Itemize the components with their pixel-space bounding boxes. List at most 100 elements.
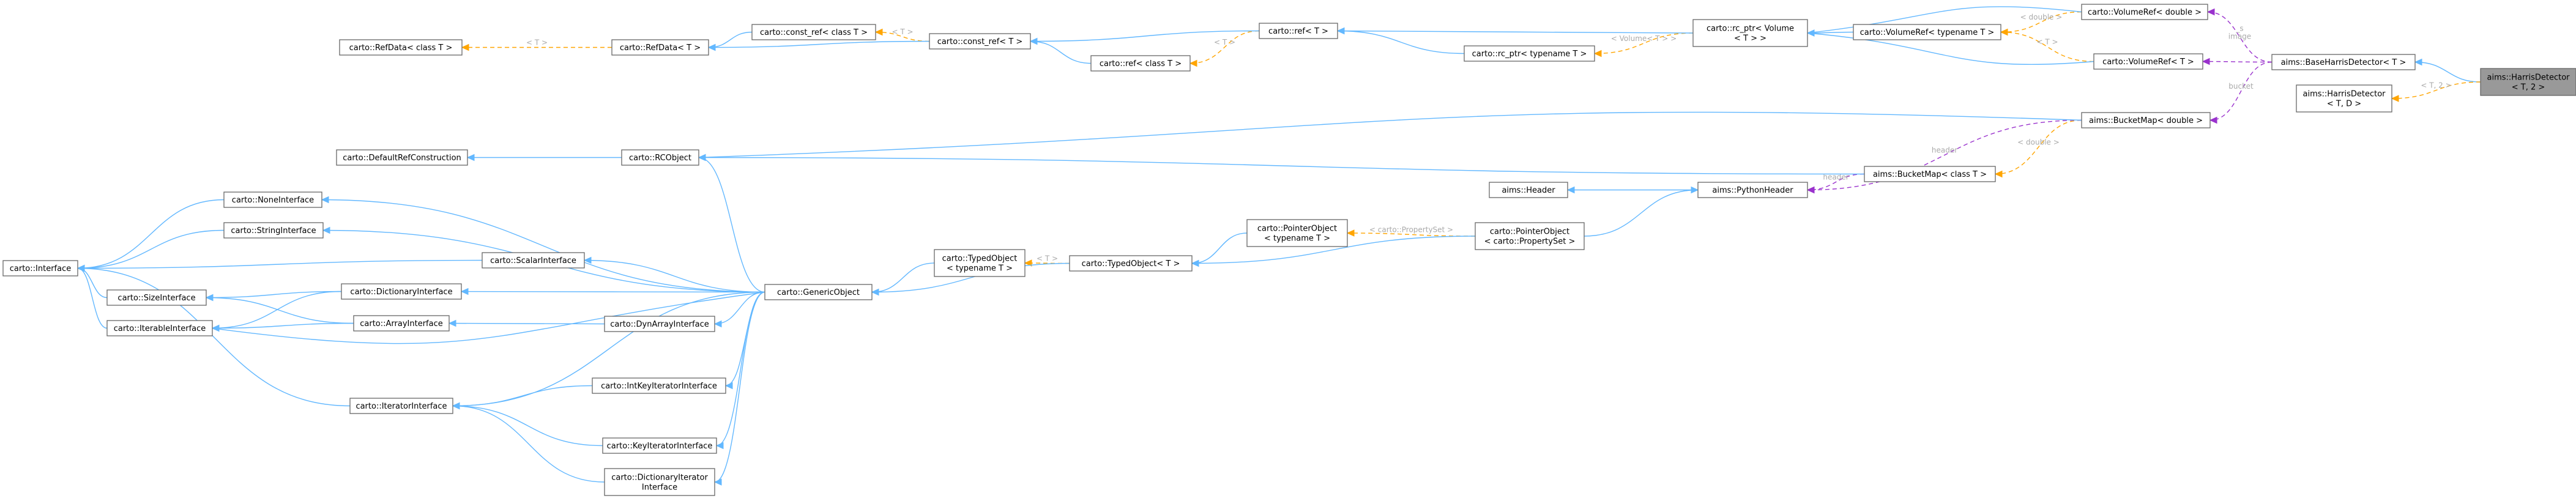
class-node-scalarIf[interactable]: carto::ScalarInterface — [482, 252, 585, 269]
edge-arrowhead — [2391, 95, 2399, 102]
class-node-volRefTypename[interactable]: carto::VolumeRef< typename T > — [1853, 24, 2001, 40]
edge-line — [77, 259, 483, 269]
class-node-refDataClassT[interactable]: carto::RefData< class T > — [339, 39, 463, 56]
class-node-keyIterIf[interactable]: carto::KeyIteratorInterface — [602, 437, 717, 454]
edge-line — [1030, 30, 1260, 42]
edge-label: image — [2228, 32, 2251, 41]
edge-arrowhead — [1029, 37, 1038, 45]
edge-pointerObjT-to-typedObjT — [1191, 232, 1248, 267]
edge-bucketMapDouble-to-bucketMapClassT: < double > — [1994, 119, 2082, 178]
class-node-box — [1259, 23, 1338, 39]
class-node-box — [1090, 55, 1191, 72]
edge-arrowhead — [707, 43, 716, 51]
class-node-volRefDouble[interactable]: carto::VolumeRef< double > — [2081, 4, 2208, 20]
class-node-pointerObjT[interactable]: carto::PointerObject< typename T > — [1246, 219, 1348, 247]
class-node-constRefT[interactable]: carto::const_ref< T > — [929, 33, 1031, 50]
class-node-box — [341, 283, 462, 300]
class-node-harrisTD[interactable]: aims::HarrisDetector< T, D > — [2296, 84, 2392, 113]
edge-line — [1191, 236, 1476, 264]
class-node-iteratorIf[interactable]: carto::IteratorInterface — [349, 398, 453, 414]
class-node-bucketMapDouble[interactable]: aims::BucketMap< double > — [2081, 112, 2211, 128]
class-node-genericObject[interactable]: carto::GenericObject — [764, 284, 873, 300]
class-node-label: carto::IteratorInterface — [356, 402, 447, 411]
edge-genericObject-to-rcObject — [698, 154, 765, 293]
edge-line — [321, 199, 765, 293]
class-node-box — [223, 191, 322, 208]
class-node-sizeIf[interactable]: carto::SizeInterface — [106, 289, 207, 306]
edge-arrowhead — [1691, 186, 1699, 194]
class-node-typedObjT[interactable]: carto::TypedObject< T > — [1069, 255, 1193, 272]
edge-bucketMapClassT-to-rcObject — [698, 154, 1865, 175]
class-node-constRefClassT[interactable]: carto::const_ref< class T > — [751, 24, 876, 40]
edge-arrowhead — [1189, 59, 1197, 67]
class-node-pointerObjPS[interactable]: carto::PointerObject< carto::PropertySet… — [1475, 222, 1585, 250]
class-node-rcPtrTypename[interactable]: carto::rc_ptr< typename T > — [1464, 45, 1595, 62]
class-node-box — [1692, 19, 1808, 47]
edge-line — [584, 259, 765, 293]
class-node-refDataT[interactable]: carto::RefData< T > — [611, 39, 709, 56]
class-node-label: aims::BucketMap< class T > — [1873, 170, 1987, 179]
class-node-label: carto::TypedObject — [942, 254, 1018, 264]
class-node-iterableIf[interactable]: carto::IterableInterface — [106, 320, 213, 336]
class-node-box — [482, 252, 585, 269]
class-node-label: carto::GenericObject — [777, 288, 860, 297]
edge-arrowhead — [2414, 58, 2422, 66]
edge-line — [871, 262, 1070, 293]
class-node-volRefT[interactable]: carto::VolumeRef< T > — [2093, 53, 2203, 70]
class-node-refT[interactable]: carto::ref< T > — [1259, 23, 1338, 39]
class-node-baseHarris[interactable]: aims::BaseHarrisDetector< T > — [2271, 54, 2416, 70]
class-node-stringIf[interactable]: carto::StringInterface — [223, 222, 324, 239]
edge-arrowhead — [2206, 8, 2215, 16]
edge-constRefT-to-refDataT — [707, 40, 930, 51]
class-node-noneIf[interactable]: carto::NoneInterface — [223, 191, 322, 208]
edge-line — [714, 291, 765, 325]
class-node-label: carto::DefaultRefConstruction — [343, 154, 461, 163]
edge-label: < T > — [2036, 38, 2058, 46]
class-node-bucketMapClassT[interactable]: aims::BucketMap< class T > — [1864, 166, 1996, 182]
class-node-arrayIf[interactable]: carto::ArrayInterface — [353, 315, 450, 332]
edge-label: header — [1823, 173, 1848, 182]
edge-label: < T > — [1214, 38, 1235, 46]
edge-bucketMapDouble-to-rcObject — [698, 111, 2082, 161]
edge-arrowhead — [1994, 170, 2003, 178]
class-node-label: carto::const_ref< T > — [937, 37, 1023, 46]
edge-rcObject-to-defaultRef — [466, 154, 622, 161]
edge-line — [1191, 232, 1248, 264]
class-node-header[interactable]: aims::Header — [1489, 182, 1568, 198]
class-node-label: < carto::PropertySet > — [1484, 237, 1576, 247]
class-node-dictIf[interactable]: carto::DictionaryInterface — [341, 283, 462, 300]
class-node-label: carto::ScalarInterface — [490, 256, 576, 265]
class-node-label: carto::TypedObject< T > — [1082, 259, 1180, 269]
class-node-interface[interactable]: carto::Interface — [2, 260, 78, 276]
class-node-defaultRef[interactable]: carto::DefaultRefConstruction — [336, 149, 468, 166]
class-node-label: carto::ref< class T > — [1100, 59, 1182, 69]
edge-line — [452, 291, 765, 407]
class-node-box — [604, 316, 715, 332]
class-node-label: aims::HarrisDetector — [2302, 90, 2386, 99]
class-node-label: carto::IterableInterface — [114, 324, 206, 333]
class-node-label: carto::PointerObject — [1257, 225, 1337, 234]
class-node-refClassT[interactable]: carto::ref< class T > — [1090, 55, 1191, 72]
edge-arrowhead — [1806, 29, 1815, 37]
class-node-box — [2271, 54, 2416, 70]
class-node-typedObjTypename[interactable]: carto::TypedObject< typename T > — [934, 249, 1026, 277]
edge-genericObject-to-noneIf — [321, 196, 765, 293]
edge-noneIf-to-interface — [76, 199, 225, 272]
edge-typedObjT-to-typedObjTypename: < T > — [1024, 254, 1070, 267]
edge-label: header — [1932, 146, 1957, 155]
edge-line — [77, 267, 108, 299]
class-node-rcPtrVolume[interactable]: carto::rc_ptr< Volume< T > > — [1692, 19, 1808, 47]
class-node-rcObject[interactable]: carto::RCObject — [621, 149, 699, 166]
class-node-harrisT2: aims::HarrisDetector< T, 2 > — [2480, 68, 2576, 96]
class-node-label: < typename T > — [1264, 234, 1330, 243]
edge-arrowhead — [1566, 186, 1575, 194]
edge-arrowhead — [715, 442, 724, 450]
edge-rcPtrTypename-to-refT — [1336, 27, 1465, 54]
class-node-dynArrayIf[interactable]: carto::DynArrayInterface — [604, 316, 715, 332]
class-node-intKeyIterIf[interactable]: carto::IntKeyIteratorInterface — [592, 377, 726, 394]
class-node-pythonHeader[interactable]: aims::PythonHeader — [1697, 182, 1808, 198]
edge-line — [206, 297, 354, 324]
